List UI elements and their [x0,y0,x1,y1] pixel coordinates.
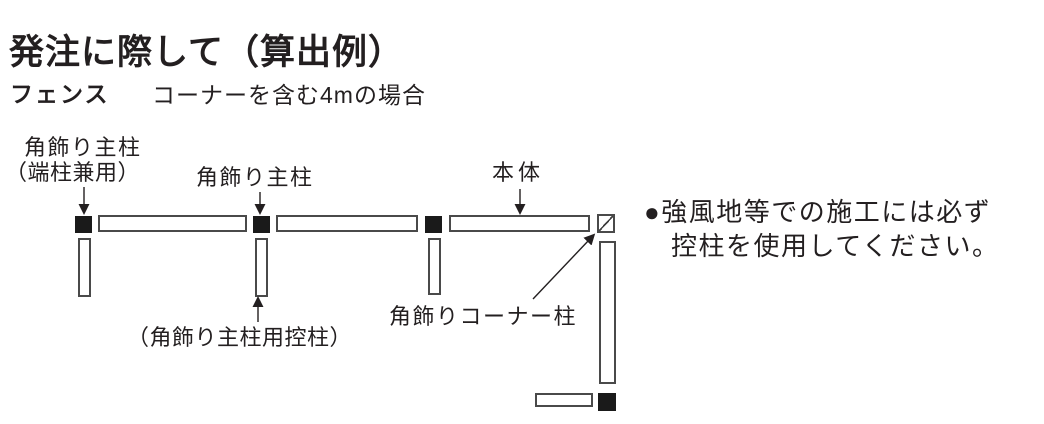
corner-main-post-square-2 [425,216,442,233]
fence-panel-1 [98,215,247,232]
support-post-1 [78,238,91,297]
corner-post-block [597,214,615,233]
caution-note-line2: 控柱を使用してください。 [671,231,1000,261]
page-title: 発注に際して（算出例） [9,33,404,72]
fence-panel-3 [449,215,590,232]
end-corner-main-post-square [75,216,92,233]
caution-note-line1: ●強風地等での施工には必ず [644,197,992,227]
product-name: フェンス [10,81,110,107]
corner-main-post-square-1 [253,216,270,233]
label-support-post: （角飾り主柱用控柱） [127,325,353,350]
label-end-corner-main-post-line1: 角飾り主柱 [24,135,142,160]
support-post-2 [255,238,268,297]
support-post-3 [428,238,441,295]
label-end-corner-main-post-line2: （端柱兼用） [5,160,141,185]
bottom-end-post-square [598,393,616,411]
label-corner-main-post: 角飾り主柱 [196,165,314,190]
fence-panel-vertical [599,241,616,384]
label-panel-body: 本体 [492,160,545,185]
label-corner-post: 角飾りコーナー柱 [389,304,578,329]
fence-panel-2 [276,215,418,232]
example-condition: コーナーを含む4mの場合 [152,82,426,108]
fence-panel-bottom [535,393,593,407]
arrow-corner-post [532,233,596,300]
